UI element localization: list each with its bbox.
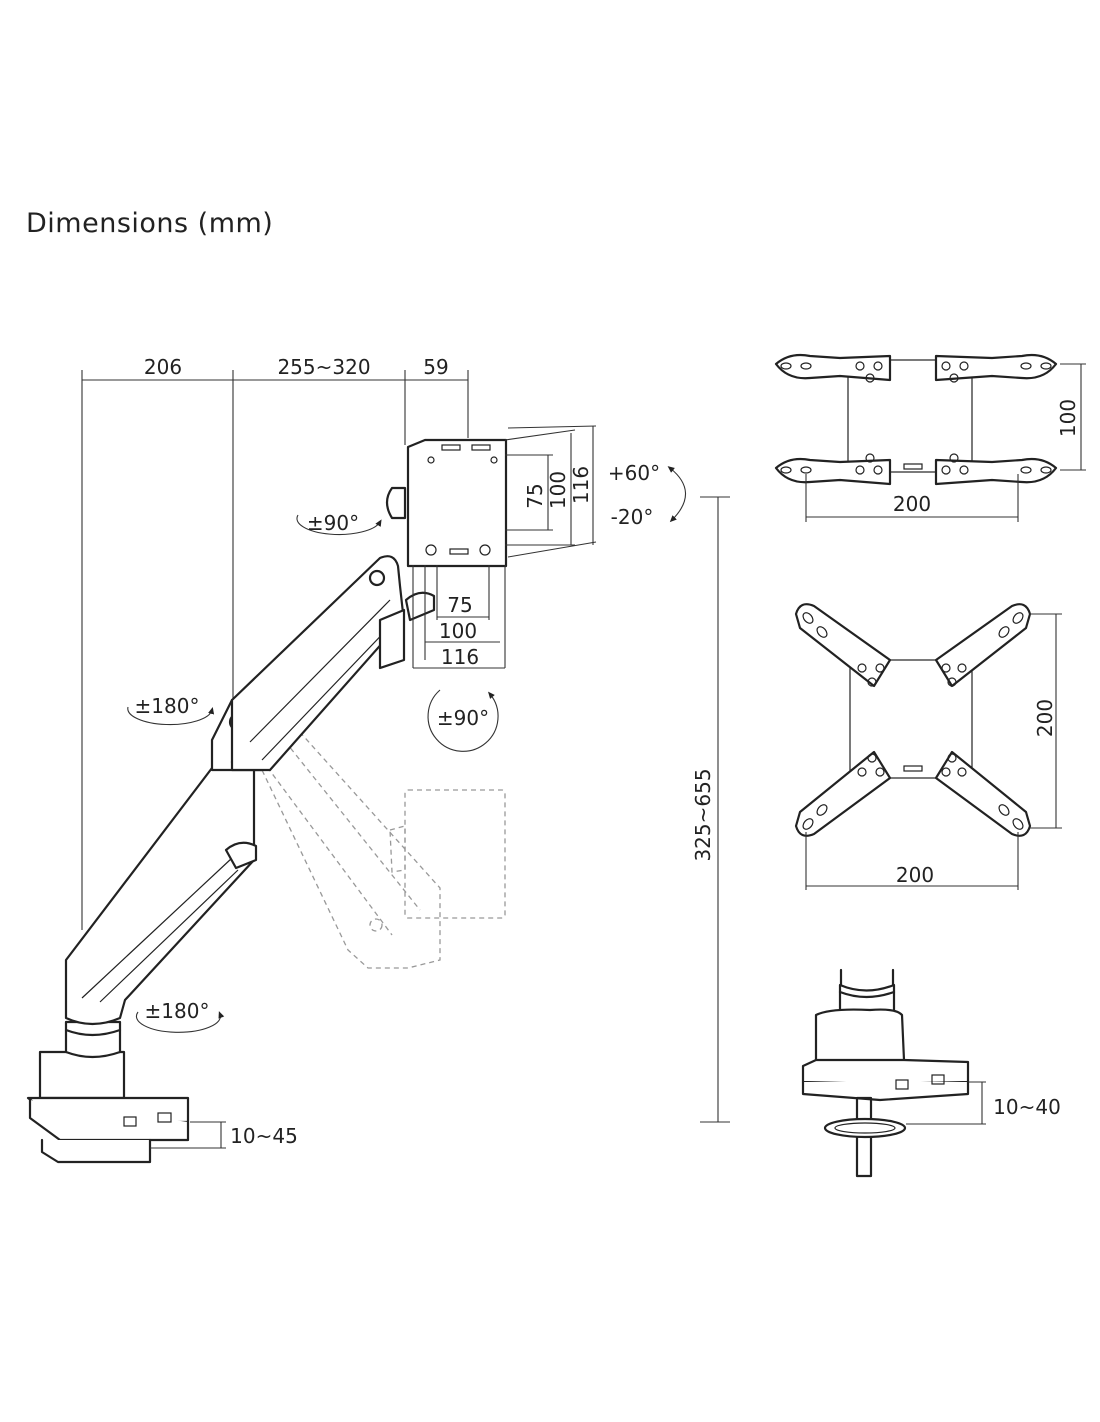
top-dimension-lines — [81, 370, 469, 930]
dimension-label-vesa-75-horizontal: 75 — [447, 593, 472, 617]
height-dimension-line — [700, 496, 730, 1123]
rotation-label-base-swivel: ±180° — [145, 999, 210, 1023]
dimension-label-206: 206 — [144, 355, 182, 379]
dimension-label-59: 59 — [423, 355, 448, 379]
dimension-label-vesa-100-horizontal: 100 — [439, 619, 477, 643]
dimension-label-height-range: 325~655 — [691, 768, 715, 861]
clamp-thickness-dimension — [150, 1121, 226, 1149]
rotation-label-elbow-swivel: ±180° — [135, 694, 200, 718]
rotation-label-tilt-down: -20° — [611, 505, 654, 529]
ghost-lowered-arm — [249, 689, 506, 969]
dimension-label-grommet-thickness: 10~40 — [993, 1095, 1061, 1119]
rotation-label-tilt-up: +60° — [608, 461, 660, 485]
dimension-label-vesa-100-vertical: 100 — [546, 471, 570, 509]
vesa-dimension-lines — [412, 425, 597, 669]
dimension-label-vesa-116-horizontal: 116 — [441, 645, 479, 669]
dimension-label-adapter-top-height: 100 — [1056, 399, 1080, 437]
dimension-label-adapter-x-height: 200 — [1033, 699, 1057, 737]
rotation-label-head-swivel: ±90° — [307, 511, 359, 535]
vesa-adapter-100x200 — [774, 353, 1086, 522]
dimension-label-adapter-x-width: 200 — [896, 863, 934, 887]
dimension-label-vesa-75-vertical: 75 — [523, 483, 547, 508]
rotation-label-screen-rotation: ±90° — [437, 706, 489, 730]
vesa-adapter-200x200 — [794, 603, 1062, 890]
dimension-label-vesa-116-vertical: 116 — [569, 466, 593, 504]
dimension-label-arm-reach: 255~320 — [277, 355, 370, 379]
grommet-base-mount — [801, 968, 986, 1178]
dimension-label-clamp-thickness: 10~45 — [230, 1124, 298, 1148]
monitor-arm-side-view — [26, 438, 508, 1164]
dimension-label-adapter-top-width: 200 — [893, 492, 931, 516]
rotation-indicators — [127, 466, 686, 1033]
page-title: Dimensions (mm) — [26, 208, 274, 239]
